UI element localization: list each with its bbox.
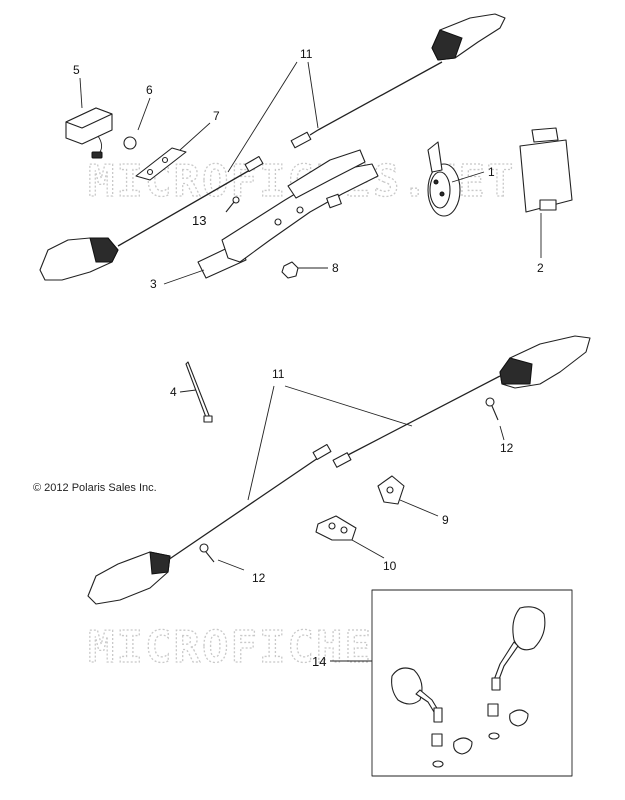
turn-signal-top-left [39, 169, 251, 281]
callout-8: 8 [332, 261, 339, 275]
leader-12-upper [499, 425, 505, 441]
leader-4 [179, 389, 197, 393]
callout-5: 5 [73, 63, 80, 77]
leader-11-top-a [227, 61, 298, 173]
callout-9: 9 [442, 513, 449, 527]
screw-13 [225, 196, 240, 213]
leader-9 [399, 499, 439, 517]
flasher-module [65, 107, 113, 159]
wire-connector-bottom-right [332, 452, 352, 468]
copyright-notice: © 2012 Polaris Sales Inc. [33, 482, 157, 494]
wire-connector-top [290, 129, 319, 149]
cable-tie [185, 361, 213, 423]
wire-connector-bottom-left [312, 443, 332, 461]
callout-12-lower: 12 [252, 571, 266, 585]
spacer-9 [377, 475, 405, 505]
callout-11-top: 11 [300, 47, 313, 61]
relay-module [519, 127, 573, 213]
leader-11-bottom-b [284, 385, 413, 427]
wire-connector-left [244, 155, 264, 173]
leader-11-bottom-a [247, 385, 275, 501]
screw-12-upper [485, 397, 499, 421]
callout-1: 1 [488, 165, 495, 179]
bracket-10 [315, 515, 357, 541]
nut-8 [281, 261, 299, 279]
leader-5 [79, 77, 83, 109]
mounting-plate [135, 147, 187, 181]
turn-signal-top-right [317, 13, 506, 131]
callout-2: 2 [537, 261, 544, 275]
leader-12-lower [217, 559, 245, 571]
horn [427, 141, 461, 217]
leader-1 [451, 171, 485, 183]
callout-7: 7 [213, 109, 220, 123]
callout-10: 10 [383, 559, 397, 573]
screw-12-lower [199, 543, 215, 563]
callout-4: 4 [170, 385, 177, 399]
leader-7 [179, 122, 211, 151]
mirror-kit [371, 589, 573, 777]
callout-14: 14 [312, 654, 326, 669]
callout-3: 3 [150, 277, 157, 291]
leader-10 [351, 539, 385, 559]
grommet [123, 136, 137, 150]
leader-3 [163, 269, 205, 285]
callout-13: 13 [192, 213, 206, 228]
leader-6 [137, 97, 151, 131]
callout-11-bottom: 11 [272, 367, 285, 381]
leader-11-top-b [307, 61, 319, 129]
callout-12-upper: 12 [500, 441, 514, 455]
turn-signal-bottom-left [87, 457, 319, 605]
callout-6: 6 [146, 83, 153, 97]
front-bracket [197, 149, 379, 279]
turn-signal-bottom-right [345, 335, 591, 457]
